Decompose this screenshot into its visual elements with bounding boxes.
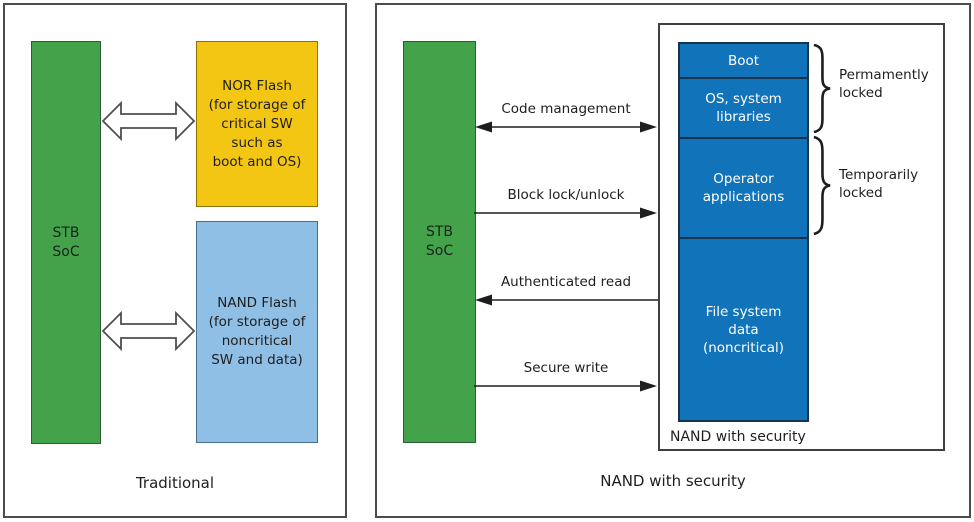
permanently-locked-label: Permamently locked — [839, 67, 929, 101]
brace-icon — [812, 44, 831, 133]
temporarily-locked-label: Temporarily locked — [839, 167, 919, 201]
stb-soc-box-left: STB SoC — [31, 41, 101, 444]
nor-flash-box: NOR Flash (for storage of critical SW su… — [196, 41, 318, 207]
double-headed-arrow-icon — [475, 121, 657, 133]
traditional-caption: Traditional — [135, 474, 215, 492]
section-operator-applications: Operator applications — [680, 137, 807, 237]
section-file-system-data: File system data (noncritical) — [680, 237, 807, 420]
nand-with-security-box-label: NAND with security — [670, 429, 806, 445]
block-lock-unlock-label: Block lock/unlock — [507, 187, 625, 203]
arrow-right-icon — [474, 380, 657, 392]
brace-icon — [812, 136, 831, 235]
section-boot: Boot — [727, 52, 760, 69]
arrow-left-icon — [475, 294, 658, 306]
arrow-right-icon — [474, 207, 657, 219]
double-arrow-icon — [101, 310, 196, 352]
section-os-system-libraries: OS, system libraries — [680, 77, 807, 137]
nand-flash-box: NAND Flash (for storage of noncritical S… — [196, 221, 318, 443]
secure-write-label: Secure write — [523, 360, 609, 376]
nand-security-caption: NAND with security — [600, 472, 746, 490]
authenticated-read-label: Authenticated read — [500, 274, 632, 290]
double-arrow-icon — [101, 100, 196, 142]
nand-memory-stack: Boot OS, system libraries Operator appli… — [678, 42, 809, 422]
code-management-label: Code management — [501, 101, 631, 117]
stb-soc-box-right: STB SoC — [403, 41, 476, 443]
